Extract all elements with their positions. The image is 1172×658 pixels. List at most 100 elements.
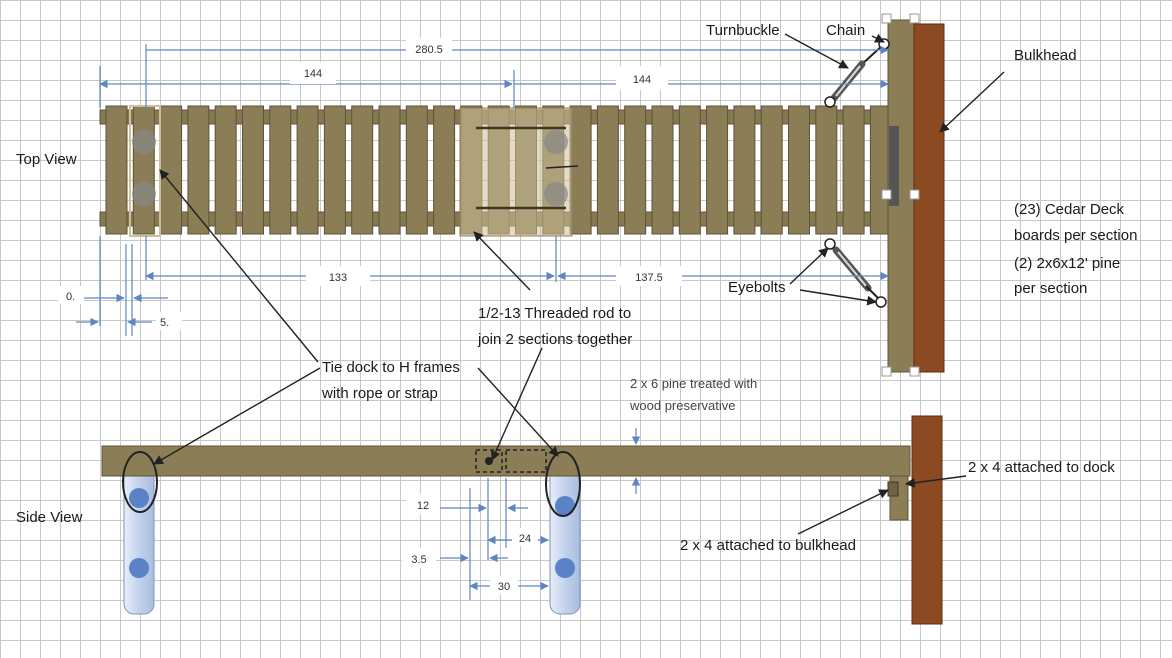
handle xyxy=(881,366,892,377)
dim-label-144-left: 144 xyxy=(304,68,322,80)
deck-board xyxy=(733,105,756,235)
dim-label-bg xyxy=(616,66,668,90)
deck-board xyxy=(651,105,674,235)
deck-board xyxy=(433,105,456,235)
bolt-icon xyxy=(129,488,149,508)
rod-end-icon xyxy=(485,457,493,465)
pine-label-1: (2) 2x6x12' pine xyxy=(1014,255,1120,272)
side-view: 12 24 3.5 30 xyxy=(101,415,943,625)
deck-board xyxy=(214,105,237,235)
tie-dock-label-2: with rope or strap xyxy=(321,385,438,402)
post-circle xyxy=(132,130,156,154)
handle xyxy=(909,13,920,24)
bolt-icon xyxy=(129,558,149,578)
eyebolt-icon xyxy=(824,96,836,108)
post-circle xyxy=(544,182,568,206)
post-circle xyxy=(132,182,156,206)
deck-board xyxy=(405,105,428,235)
deck-board xyxy=(187,105,210,235)
post-circle xyxy=(544,130,568,154)
dim-label-144-right: 144 xyxy=(633,74,651,86)
deck-board xyxy=(323,105,346,235)
handle xyxy=(909,366,920,377)
dim-label-zero: 0. xyxy=(66,291,75,303)
dim-label-bg xyxy=(58,286,84,304)
cedar-boards-label-1: (23) Cedar Deck xyxy=(1014,201,1125,218)
deck-board xyxy=(624,105,647,235)
deck-board xyxy=(706,105,729,235)
turnbuckle-core xyxy=(835,65,861,97)
joint-centre-mark xyxy=(545,165,579,169)
top-view-label: Top View xyxy=(16,151,77,168)
eyebolt-icon xyxy=(824,238,836,250)
deck-board xyxy=(132,105,155,235)
deck-board xyxy=(105,105,128,235)
dim-label-bg xyxy=(406,38,452,60)
handle xyxy=(881,13,892,24)
bulkhead-2x4 xyxy=(887,481,899,497)
deck-board xyxy=(351,105,374,235)
turnbuckle-core xyxy=(837,251,867,287)
dim-label-five: 5. xyxy=(160,317,169,329)
deck-board xyxy=(160,105,183,235)
leader-lines xyxy=(153,33,1005,535)
pine-label-2: per section xyxy=(1014,280,1087,297)
labels: Top View Side View Turnbuckle Chain Bulk… xyxy=(16,22,1137,554)
threaded-rod-label-2: join 2 sections together xyxy=(477,331,632,348)
joint-box xyxy=(505,449,547,473)
h-frame-pipe-left xyxy=(123,461,155,615)
dim-label-bg xyxy=(616,266,682,286)
handle xyxy=(909,189,920,200)
bolt-icon xyxy=(555,496,575,516)
deck-board xyxy=(296,105,319,235)
dim-label-133: 133 xyxy=(329,272,347,284)
joint-plate xyxy=(459,107,573,237)
dim-label-bg xyxy=(156,312,182,330)
joint-box xyxy=(475,449,503,473)
pine-note-2: wood preservative xyxy=(629,398,736,413)
dim-label-bg xyxy=(402,548,436,568)
cedar-boards-label-2: boards per section xyxy=(1014,227,1137,244)
deck-board xyxy=(788,105,810,235)
dim-label-12: 12 xyxy=(417,500,429,512)
tie-strap-left xyxy=(122,451,158,513)
deck-boards xyxy=(105,105,892,235)
deck-board xyxy=(678,105,701,235)
dim-label-30: 30 xyxy=(498,581,510,593)
eyebolts-label: Eyebolts xyxy=(728,279,786,296)
h-frame-pipe-right xyxy=(549,461,581,615)
bulkhead-label: Bulkhead xyxy=(1014,47,1077,64)
deck-board xyxy=(569,105,592,235)
chain-label: Chain xyxy=(826,22,865,39)
turnbuckle-label: Turnbuckle xyxy=(706,22,780,39)
deck-board xyxy=(760,105,783,235)
deck-board xyxy=(815,105,838,235)
pine-note-1: 2 x 6 pine treated with xyxy=(630,376,757,391)
dim-label-bg xyxy=(306,266,370,286)
dim-label-137-5: 137.5 xyxy=(635,272,663,284)
handle xyxy=(881,189,892,200)
side-view-label: Side View xyxy=(16,509,83,526)
dim-label-bg xyxy=(512,528,538,546)
bolt-icon xyxy=(555,558,575,578)
dim-label-280: 280.5 xyxy=(415,44,443,56)
dim-label-bg xyxy=(406,494,440,514)
eyebolt-icon xyxy=(875,296,887,308)
deck-board xyxy=(242,105,264,235)
dim-label-bg xyxy=(290,62,336,84)
deck-board xyxy=(378,105,401,235)
deck-board xyxy=(842,105,865,235)
tie-dock-label-1: Tie dock to H frames xyxy=(322,359,460,376)
dim-label-bg xyxy=(490,576,518,594)
dock-2x4-label: 2 x 4 attached to dock xyxy=(968,459,1115,476)
dim-label-3-5: 3.5 xyxy=(411,554,426,566)
threaded-rod-label-1: 1/2-13 Threaded rod to xyxy=(478,305,631,322)
bulkhead-2x4-label: 2 x 4 attached to bulkhead xyxy=(680,537,856,554)
bulkhead-slot xyxy=(889,126,899,206)
tie-strap-right xyxy=(545,451,581,517)
dim-label-24: 24 xyxy=(519,533,531,545)
deck-board xyxy=(596,105,619,235)
top-view: 280.5 144 144 133 137.5 0. 5. xyxy=(58,13,945,377)
deck-board xyxy=(269,105,292,235)
